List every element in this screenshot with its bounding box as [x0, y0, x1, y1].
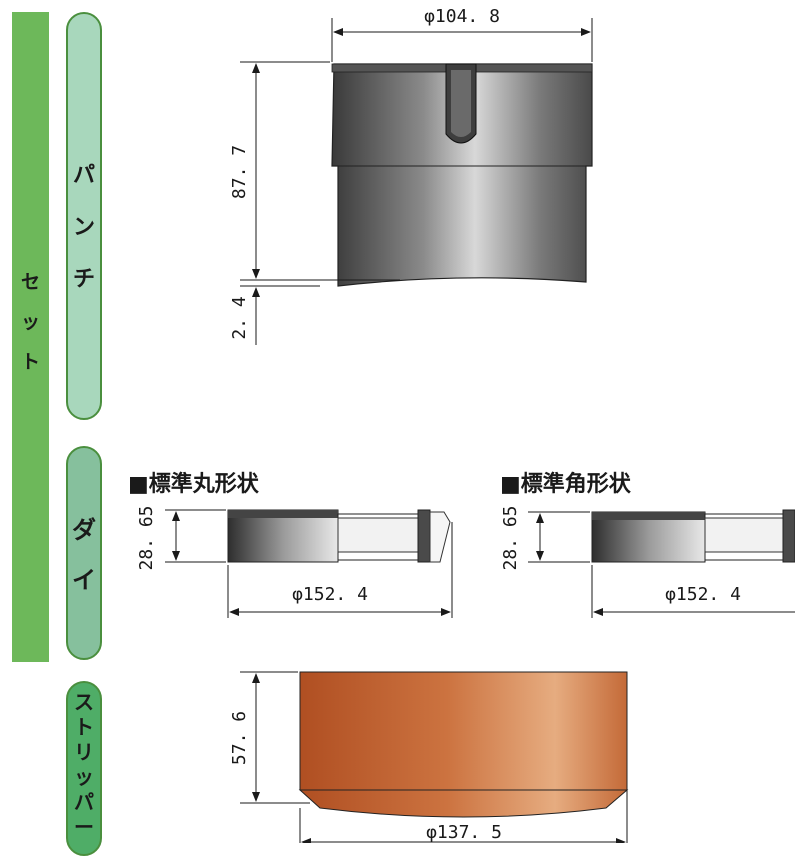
punch-diameter-dimension: φ104. 8: [331, 6, 593, 62]
die-square-drawing: [591, 509, 795, 563]
die-round-height-dimension: 28. 65: [136, 505, 226, 571]
die-square-diameter-dimension: φ152. 4: [591, 565, 795, 618]
punch-diameter-label: φ104. 8: [424, 6, 500, 27]
die-round-heading: ■標準丸形状: [128, 472, 259, 497]
die-tab-label: ダ イ: [72, 516, 96, 594]
stripper-diameter-dimension: φ137. 5: [299, 790, 628, 843]
die-square-height-dimension: 28. 65: [500, 505, 590, 571]
die-square-diameter-label: φ152. 4: [665, 584, 741, 605]
stripper-drawing: [298, 671, 629, 818]
punch-tab-label: パ ン チ: [72, 163, 95, 292]
die-square-heading: ■標準角形状: [500, 472, 631, 497]
die-round-diameter-label: φ152. 4: [292, 584, 368, 605]
stripper-tab: [66, 681, 102, 856]
stripper-height-label: 57. 6: [229, 711, 250, 765]
set-group-bar: [12, 12, 49, 662]
punch-drawing: [331, 63, 593, 287]
set-group-label: セ ッ ト: [20, 271, 40, 373]
stripper-diameter-label: φ137. 5: [426, 822, 502, 843]
punch-height-dimension: 87. 7: [229, 61, 400, 281]
die-round-diameter-dimension: φ152. 4: [227, 522, 453, 618]
stripper-tab-label: ス ト リ ッ パ ー: [74, 690, 94, 839]
stripper-height-dimension: 57. 6: [229, 671, 310, 804]
punch-tab: [66, 12, 102, 420]
punch-shear-label: 2. 4: [229, 296, 250, 339]
die-round-height-label: 28. 65: [136, 505, 157, 570]
die-square-height-label: 28. 65: [500, 505, 521, 570]
punch-height-label: 87. 7: [229, 145, 250, 199]
die-round-drawing: [227, 509, 451, 563]
die-tab: [66, 446, 102, 660]
punch-shear-dimension: 2. 4: [229, 285, 320, 345]
